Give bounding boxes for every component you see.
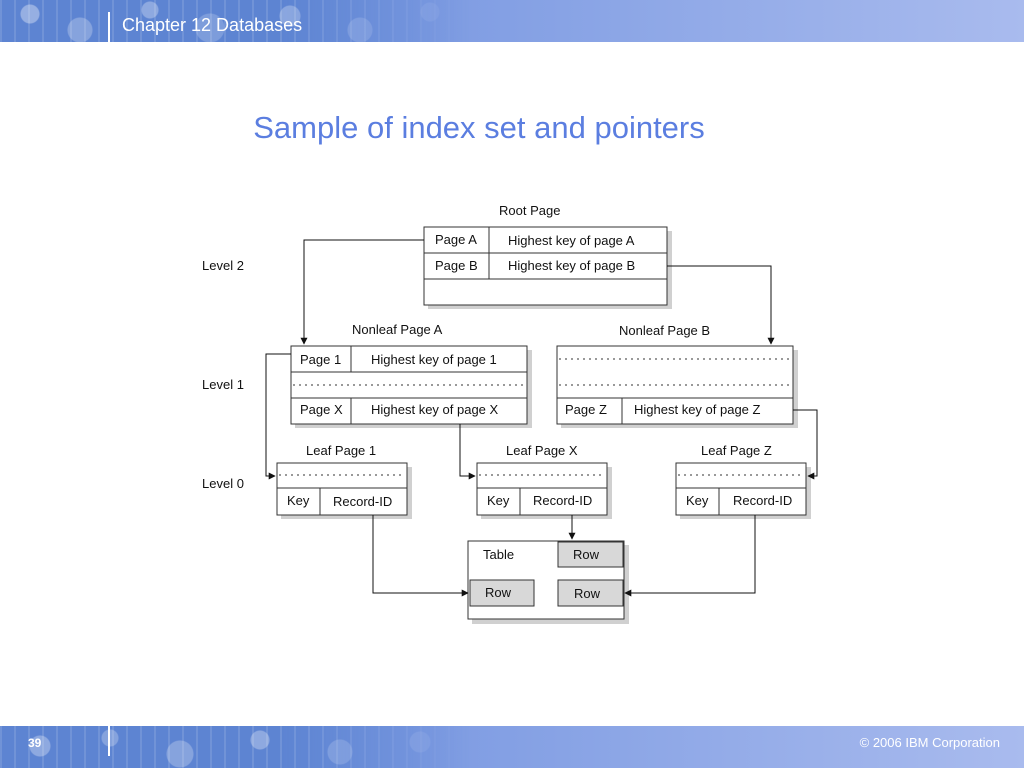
root-page-b: Page B bbox=[435, 258, 478, 273]
level-1-label: Level 1 bbox=[202, 377, 244, 392]
leaf-z-key: Key bbox=[686, 493, 709, 508]
table-row-right bbox=[557, 579, 624, 607]
data-table: Table Row Row Row bbox=[467, 540, 629, 624]
nonleaf-page-b: Nonleaf Page B Page Z Highest key of pag… bbox=[556, 323, 798, 428]
level-0-label: Level 0 bbox=[202, 476, 244, 491]
leaf-x-record-id: Record-ID bbox=[533, 493, 592, 508]
root-highest-key-a: Highest key of page A bbox=[508, 233, 635, 248]
arrow-leaf-1-to-row bbox=[372, 515, 469, 597]
header-bar: Chapter 12 Databases bbox=[0, 0, 1024, 42]
leaf-1-record-id: Record-ID bbox=[333, 494, 392, 509]
leaf-x-key: Key bbox=[487, 493, 510, 508]
nonleaf-b-page-z: Page Z bbox=[565, 402, 607, 417]
copyright-text: © 2006 IBM Corporation bbox=[859, 735, 1000, 750]
footer-pattern bbox=[0, 726, 470, 768]
header-divider bbox=[108, 12, 110, 42]
table-row-right-label: Row bbox=[574, 586, 601, 601]
root-highest-key-b: Highest key of page B bbox=[508, 258, 635, 273]
leaf-page-z: Leaf Page Z Key Record-ID bbox=[675, 443, 811, 519]
arrow-nonleaf-a-to-leaf-1 bbox=[265, 353, 291, 480]
arrow-leaf-z-to-row bbox=[624, 515, 756, 597]
footer-divider bbox=[108, 726, 110, 756]
leaf-page-x: Leaf Page X Key Record-ID bbox=[476, 443, 612, 519]
table-label: Table bbox=[483, 547, 514, 562]
leaf-z-record-id: Record-ID bbox=[733, 493, 792, 508]
table-row-left bbox=[469, 579, 535, 607]
leaf-1-key: Key bbox=[287, 493, 310, 508]
table-row-left-label: Row bbox=[485, 585, 512, 600]
nonleaf-b-highest-key-z: Highest key of page Z bbox=[634, 402, 761, 417]
level-2-label: Level 2 bbox=[202, 258, 244, 273]
root-page-label: Root Page bbox=[499, 203, 560, 218]
leaf-page-1: Leaf Page 1 Key Record-ID bbox=[276, 443, 412, 519]
footer-bar: 39 © 2006 IBM Corporation bbox=[0, 726, 1024, 768]
nonleaf-a-highest-key-1: Highest key of page 1 bbox=[371, 352, 497, 367]
page-number: 39 bbox=[28, 736, 42, 750]
leaf-z-label: Leaf Page Z bbox=[701, 443, 772, 458]
root-page-a: Page A bbox=[435, 232, 477, 247]
leaf-x-label: Leaf Page X bbox=[506, 443, 578, 458]
arrow-nonleaf-a-to-leaf-x bbox=[459, 424, 476, 480]
nonleaf-a-page-1: Page 1 bbox=[300, 352, 341, 367]
arrow-root-to-nonleaf-b bbox=[667, 265, 775, 345]
nonleaf-a-page-x: Page X bbox=[300, 402, 343, 417]
leaf-1-label: Leaf Page 1 bbox=[306, 443, 376, 458]
table-row-top bbox=[557, 541, 624, 568]
header-pattern bbox=[0, 0, 470, 42]
nonleaf-b-label: Nonleaf Page B bbox=[619, 323, 710, 338]
nonleaf-a-label: Nonleaf Page A bbox=[352, 322, 443, 337]
arrow-nonleaf-b-to-leaf-z bbox=[793, 409, 818, 480]
chapter-title: Chapter 12 Databases bbox=[122, 15, 303, 35]
table-row-top-label: Row bbox=[573, 547, 600, 562]
nonleaf-a-highest-key-x: Highest key of page X bbox=[371, 402, 499, 417]
root-page: Root Page Page A Highest key of page A P… bbox=[423, 203, 672, 309]
slide-title: Sample of index set and pointers bbox=[253, 110, 705, 145]
arrow-root-to-nonleaf-a bbox=[300, 239, 424, 345]
nonleaf-page-a: Nonleaf Page A Page 1 Highest key of pag… bbox=[290, 322, 532, 428]
